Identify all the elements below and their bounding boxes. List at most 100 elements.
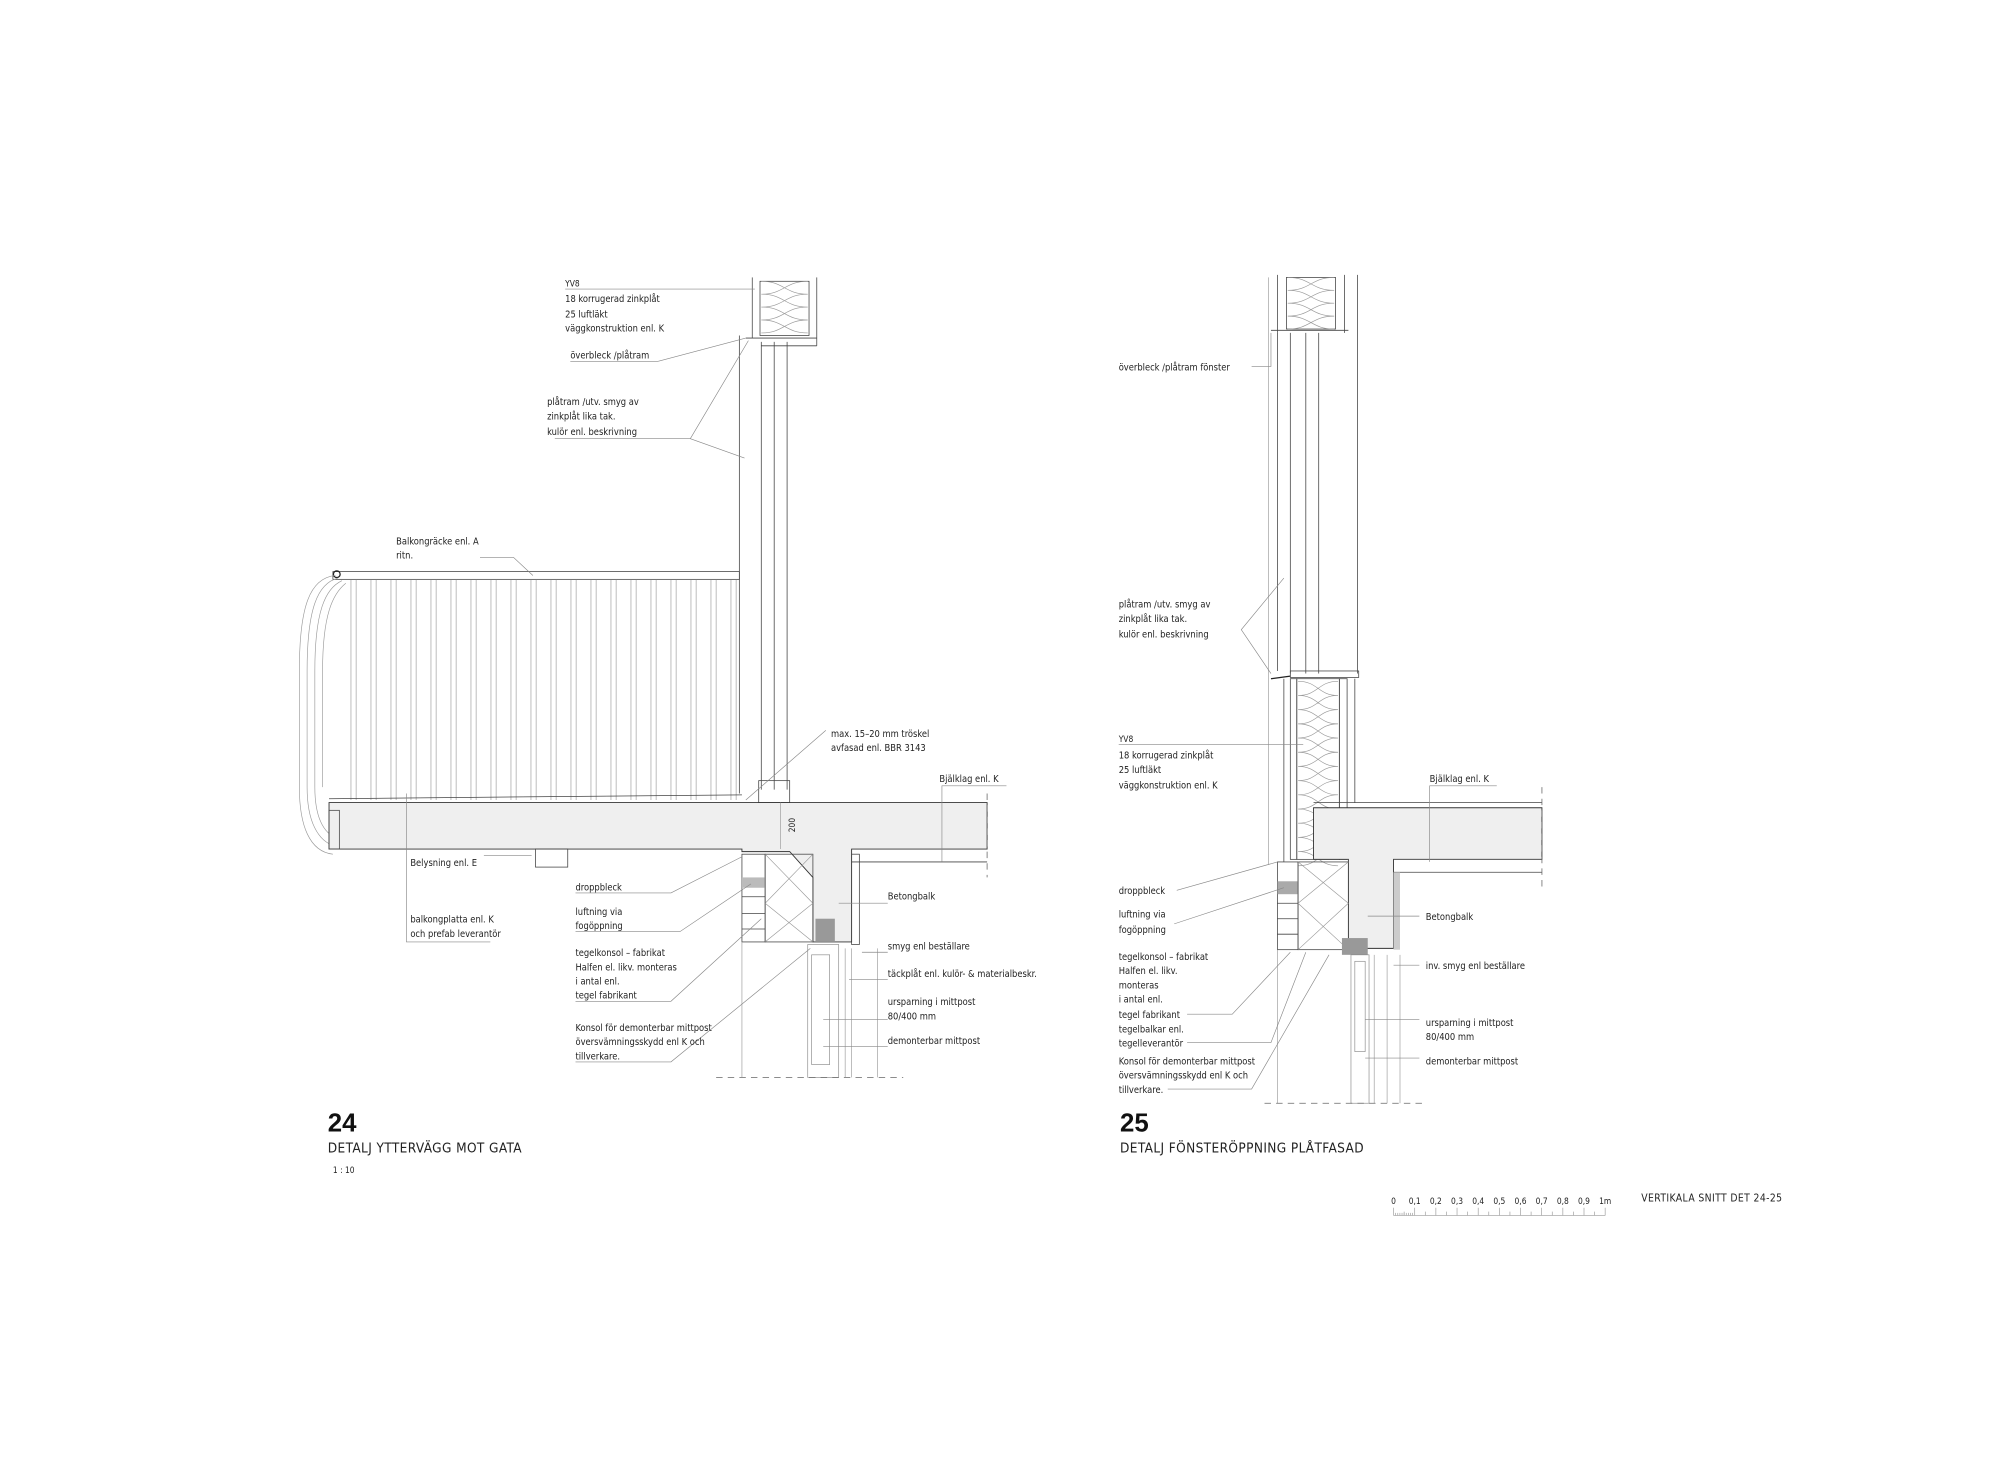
light-fixture: [535, 848, 569, 868]
upper-wall-24: [745, 277, 818, 347]
sheet-title: VERTIKALA SNITT DET 24-25: [1641, 1192, 1782, 1204]
detail-title-25: DETALJ FÖNSTERÖPPNING PLÅTFASAD: [1120, 1138, 1364, 1156]
label-tegelkonsol: i antal enl.: [575, 977, 619, 988]
label-tegelkonsol: Halfen el. likv. monteras: [575, 962, 676, 973]
leader-lines-25: [1118, 332, 1497, 1090]
label-yv8: YV8: [1118, 734, 1134, 744]
detail-number-25: 25: [1120, 1110, 1149, 1138]
lower-wall-25: [1283, 678, 1356, 867]
scale-bar: 0 0,1 0,2 0,3 0,4 0,5 0,6 0,7 0,8 0,9 1m: [1391, 1196, 1611, 1216]
scale-tick-label: 0,5: [1493, 1196, 1505, 1206]
label-bjalklag: Bjälklag enl. K: [1430, 774, 1490, 785]
label-platram: kulör enl. beskrivning: [1119, 629, 1209, 640]
label-platram: zinkplåt lika tak.: [547, 411, 615, 422]
mittpost-24: [716, 941, 904, 1078]
label-ursparning: 80/400 mm: [1426, 1032, 1474, 1043]
label-konsol: översvämningsskydd enl K och: [1119, 1071, 1248, 1082]
detail-25-labels: överbleck /plåtram fönster plåtram /utv.…: [1118, 362, 1525, 1096]
scale-tick-label: 0,7: [1536, 1196, 1548, 1206]
label-konsol: tillverkare.: [1119, 1085, 1164, 1096]
dimension-200: 200: [787, 818, 797, 833]
mittpost-25: [1264, 949, 1422, 1104]
label-luftning: fogöppning: [575, 921, 622, 932]
label-yv8: YV8: [564, 278, 580, 288]
label-balkongracke: Balkongräcke enl. A: [396, 537, 479, 548]
scale-tick-label: 0,3: [1451, 1196, 1463, 1206]
label-luftning: luftning via: [1119, 909, 1166, 920]
label-platram: plåtram /utv. smyg av: [547, 397, 639, 408]
label-tegelkonsol: monteras: [1119, 980, 1159, 991]
label-konsol: tillverkare.: [575, 1051, 620, 1062]
label-tackplat: täckplåt enl. kulör- & materialbeskr.: [888, 969, 1037, 980]
scale-tick-label: 0,6: [1515, 1196, 1527, 1206]
label-tegelkonsol: Halfen el. likv.: [1119, 966, 1178, 977]
label-yv8-line: väggkonstruktion enl. K: [565, 324, 664, 335]
label-ursparning: ursparning i mittpost: [1426, 1018, 1514, 1029]
detail-24-drawing: 200: [299, 277, 1007, 1078]
detail-title-24: DETALJ YTTERVÄGG MOT GATA: [328, 1138, 523, 1156]
label-yv8-line: 18 korrugerad zinkplåt: [1119, 751, 1214, 762]
label-tegelkonsol: tegelkonsol – fabrikat: [1119, 952, 1209, 963]
scale-tick-label: 0,1: [1409, 1196, 1421, 1206]
insulation-hatch: [1287, 277, 1335, 330]
label-mittpost: demonterbar mittpost: [1426, 1057, 1519, 1068]
label-tegelkonsol: tegelkonsol – fabrikat: [575, 948, 665, 959]
scale-tick-label: 0,2: [1430, 1196, 1442, 1206]
label-tegelkonsol: i antal enl.: [1119, 995, 1163, 1006]
label-droppbleck: droppbleck: [575, 882, 622, 893]
detail-25-drawing: [1118, 274, 1543, 1104]
label-smyg: inv. smyg enl beställare: [1426, 961, 1525, 972]
label-konsol: Konsol för demonterbar mittpost: [1119, 1057, 1256, 1068]
label-mittpost: demonterbar mittpost: [888, 1036, 981, 1047]
scale-tick-label: 0,8: [1557, 1196, 1569, 1206]
label-smyg: smyg enl beställare: [888, 942, 970, 953]
label-tegelkonsol: tegel fabrikant: [575, 991, 637, 1002]
label-yv8-line: 25 luftläkt: [565, 309, 608, 320]
label-droppbleck: droppbleck: [1119, 886, 1166, 897]
label-overbleck: överbleck /plåtram: [570, 351, 649, 362]
detail-scale-24: 1 : 10: [333, 1165, 355, 1175]
label-ursparning: ursparning i mittpost: [888, 997, 976, 1008]
label-konsol: Konsol för demonterbar mittpost: [575, 1023, 712, 1034]
label-platram: plåtram /utv. smyg av: [1119, 600, 1211, 611]
scale-tick-label: 0,4: [1472, 1196, 1484, 1206]
scale-tick-label: 0: [1391, 1196, 1396, 1206]
leader-lines-24: [406, 288, 1007, 1063]
slab-25: [1313, 787, 1543, 950]
label-troskel: avfasad enl. BBR 3143: [831, 743, 926, 754]
label-platram: zinkplåt lika tak.: [1119, 614, 1187, 625]
brick-wall-25: [1277, 861, 1368, 955]
balcony-railing: [299, 570, 740, 855]
label-yv8-line: 18 korrugerad zinkplåt: [565, 294, 660, 305]
detail-number-24: 24: [328, 1110, 357, 1138]
label-belysning: Belysning enl. E: [410, 858, 477, 869]
label-tegelbalkar: tegelbalkar enl.: [1119, 1024, 1184, 1035]
label-tegelkonsol: tegel fabrikant: [1119, 1010, 1181, 1021]
scale-tick-label: 0,9: [1578, 1196, 1590, 1206]
label-betongbalk: Betongbalk: [888, 891, 936, 902]
scale-tick-label: 1m: [1599, 1196, 1611, 1206]
label-balkongplatta: och prefab leverantör: [410, 929, 501, 940]
label-yv8-line: 25 luftläkt: [1119, 765, 1162, 776]
label-yv8-line: väggkonstruktion enl. K: [1119, 780, 1218, 791]
label-balkongracke: ritn.: [396, 551, 413, 562]
label-overbleck: överbleck /plåtram fönster: [1119, 362, 1231, 373]
label-ursparning: 80/400 mm: [888, 1011, 936, 1022]
insulation-24-top: [761, 280, 808, 334]
label-konsol: översvämningsskydd enl K och: [575, 1037, 704, 1048]
label-tegelbalkar: tegelleverantör: [1119, 1038, 1184, 1049]
label-bjalklag: Bjälklag enl. K: [939, 774, 999, 785]
label-platram: kulör enl. beskrivning: [547, 427, 637, 438]
label-troskel: max. 15–20 mm tröskel: [831, 729, 929, 740]
window-frame-24: [738, 335, 791, 803]
upper-wall-25: [1270, 274, 1349, 333]
label-betongbalk: Betongbalk: [1426, 912, 1474, 923]
label-luftning: luftning via: [575, 907, 622, 918]
label-luftning: fogöppning: [1119, 925, 1166, 936]
detail-24-labels: YV8 18 korrugerad zinkplåt 25 luftläkt v…: [396, 278, 1037, 1062]
brick-wall-24: [741, 853, 860, 945]
insulation-hatch: [761, 280, 808, 334]
window-frame-25: [1268, 274, 1360, 865]
label-balkongplatta: balkongplatta enl. K: [410, 915, 494, 926]
